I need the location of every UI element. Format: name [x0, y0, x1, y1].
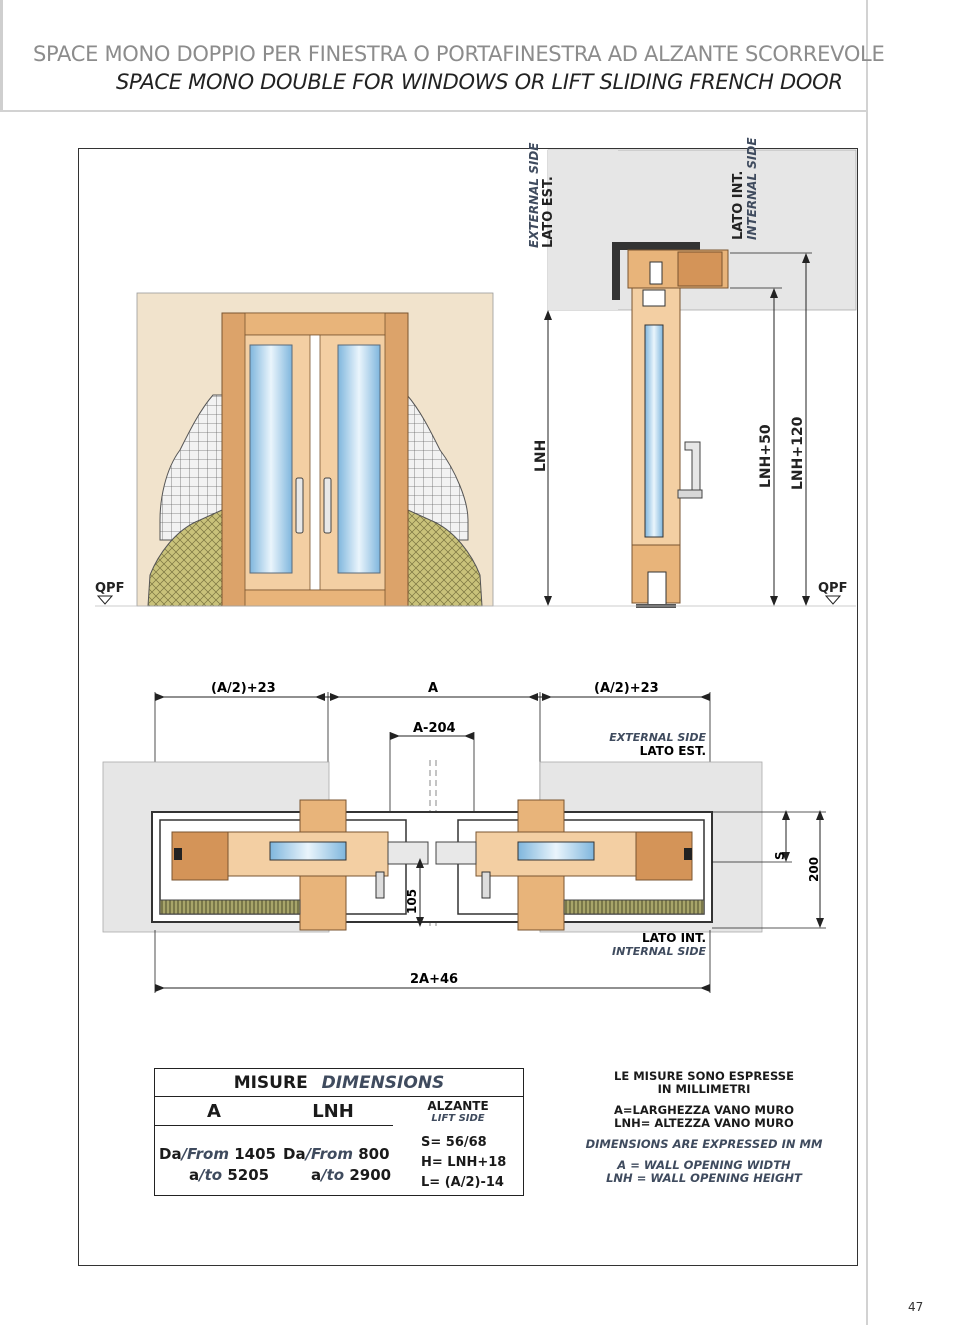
lato-int-label: LATO INT. — [731, 171, 746, 240]
lnh50-label: LNH+50 — [758, 424, 774, 488]
lnh-to-cell: a/to 2900 — [311, 1166, 392, 1184]
dimensions-table: MISURE DIMENSIONS A LNH ALZANTE LIFT SID… — [154, 1068, 524, 1196]
table-title: MISURE DIMENSIONS — [155, 1073, 523, 1093]
header-bottom-rule — [0, 110, 868, 112]
table-rule-2 — [155, 1125, 393, 1127]
table-rule-1 — [155, 1096, 523, 1098]
plan-internal-side: INTERNAL SIDE — [612, 945, 706, 958]
a-from-cell: Da/From 1405 — [159, 1145, 276, 1163]
right-margin-rule — [866, 0, 868, 1325]
note-en-1: DIMENSIONS ARE EXPRESSED IN MM — [585, 1137, 823, 1151]
drawing-frame — [78, 148, 858, 1266]
header-left-rule — [0, 0, 3, 112]
lato-est-label: LATO EST. — [541, 176, 556, 248]
plan-lato-est: LATO EST. — [640, 744, 706, 758]
note-it-4: LNH= ALTEZZA VANO MURO — [614, 1116, 794, 1130]
lnh-label: LNH — [533, 440, 549, 472]
s-formula: S= 56/68 — [421, 1135, 487, 1150]
section-labels: EXTERNAL SIDE LATO EST. LATO INT. INTERN… — [95, 137, 847, 596]
h-formula: H= LNH+18 — [421, 1155, 507, 1170]
col-lift-header: LIFT SIDE — [431, 1113, 485, 1124]
lnh-from-cell: Da/From 800 — [283, 1145, 390, 1163]
l-formula: L= (A/2)-14 — [421, 1175, 504, 1190]
dim-2a46: 2A+46 — [410, 972, 458, 987]
dim-200: 200 — [807, 857, 821, 882]
col-alzante-header: ALZANTE — [427, 1099, 489, 1113]
table-title-it: MISURE — [233, 1073, 308, 1093]
dim-half-right: (A/2)+23 — [594, 681, 659, 696]
note-en-2: A = WALL OPENING WIDTH — [617, 1158, 791, 1172]
dim-s: S — [773, 851, 787, 860]
page-number: 47 — [908, 1300, 924, 1314]
dim-a204: A-204 — [413, 721, 456, 736]
dim-a: A — [428, 681, 438, 696]
plan-lato-int: LATO INT. — [642, 931, 706, 945]
notes-block: LE MISURE SONO ESPRESSE IN MILLIMETRI A=… — [584, 1070, 824, 1193]
col-lnh-header: LNH — [312, 1101, 354, 1122]
a-to-cell: a/to 5205 — [189, 1166, 270, 1184]
vertical-section — [95, 149, 857, 608]
dim-half-left: (A/2)+23 — [211, 681, 276, 696]
note-it-1: LE MISURE SONO ESPRESSE — [614, 1069, 794, 1083]
note-en-3: LNH = WALL OPENING HEIGHT — [606, 1171, 802, 1185]
horizontal-plan — [102, 692, 826, 993]
dim-105: 105 — [405, 889, 419, 914]
lnh120-label: LNH+120 — [790, 416, 806, 490]
door-elevation — [136, 292, 494, 607]
internal-side-label: INTERNAL SIDE — [745, 137, 759, 240]
note-it-2: IN MILLIMETRI — [657, 1082, 751, 1096]
title-english: SPACE MONO DOUBLE FOR WINDOWS OR LIFT SL… — [116, 70, 843, 94]
qpf-right-label: QPF — [818, 581, 847, 596]
note-it-3: A=LARGHEZZA VANO MURO — [614, 1103, 794, 1117]
qpf-left-label: QPF — [95, 581, 124, 596]
title-italian: SPACE MONO DOPPIO PER FINESTRA O PORTAFI… — [33, 42, 885, 66]
external-side-label: EXTERNAL SIDE — [527, 142, 541, 248]
col-a-header: A — [207, 1101, 221, 1122]
plan-labels: (A/2)+23 A (A/2)+23 A-204 EXTERNAL SIDE … — [211, 681, 821, 987]
plan-external-side: EXTERNAL SIDE — [609, 731, 706, 744]
table-title-en: DIMENSIONS — [321, 1073, 445, 1093]
